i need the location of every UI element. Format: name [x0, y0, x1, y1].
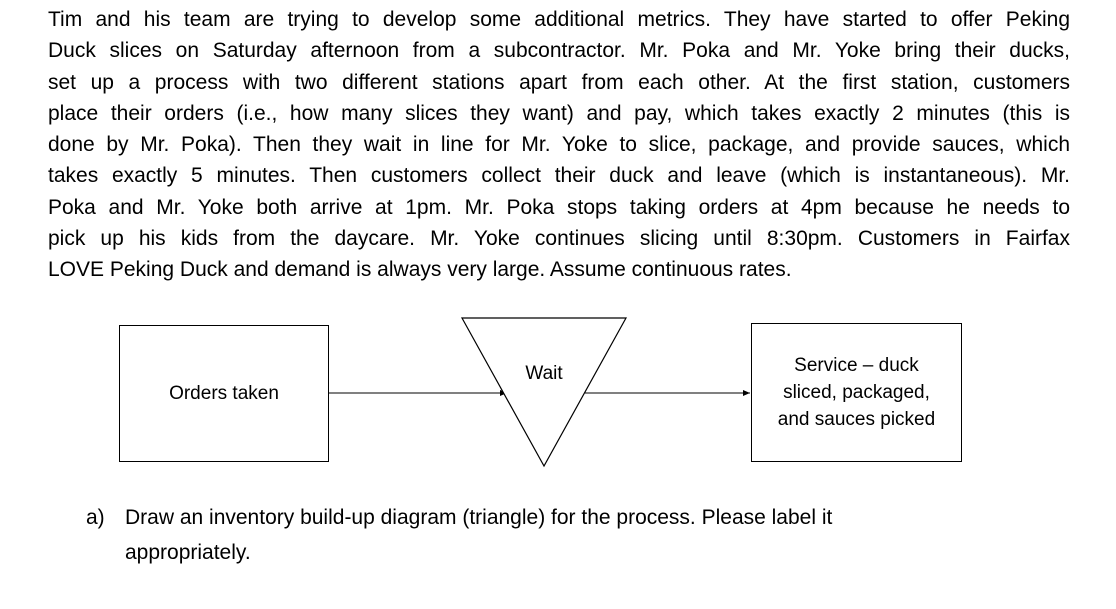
problem-line-9: LOVE Peking Duck and demand is always ve… [48, 258, 792, 282]
question-a: a) Draw an inventory build-up diagram (t… [86, 500, 986, 570]
wait-label: Wait [525, 363, 563, 384]
service-station-box: Service – duck sliced, packaged, and sau… [751, 323, 962, 462]
problem-line-1: Tim and his team are trying to develop s… [48, 8, 1070, 31]
wait-triangle [460, 317, 628, 468]
orders-station-box: Orders taken [119, 325, 329, 462]
problem-line-3: set up a process with two different stat… [48, 70, 1070, 94]
problem-line-8: pick up his kids from the daycare. Mr. Y… [48, 227, 1070, 251]
service-station-label: Service – duck sliced, packaged, and sau… [777, 355, 936, 430]
question-marker: a) [86, 506, 105, 529]
problem-line-2: Duck slices on Saturday afternoon from a… [48, 39, 1070, 63]
problem-line-5: done by Mr. Poka). Then they wait in lin… [48, 133, 1070, 157]
problem-line-6: takes exactly 5 minutes. Then customers … [48, 164, 1070, 188]
problem-statement: Tim and his team are trying to develop s… [48, 4, 1070, 286]
problem-line-7: Poka and Mr. Yoke both arrive at 1pm. Mr… [48, 195, 1070, 219]
question-text-line-1: Draw an inventory build-up diagram (tria… [125, 506, 833, 529]
orders-station-label: Orders taken [169, 383, 279, 404]
problem-line-4: place their orders (i.e., how many slice… [48, 101, 1070, 125]
question-text-line-2: appropriately. [125, 541, 251, 564]
